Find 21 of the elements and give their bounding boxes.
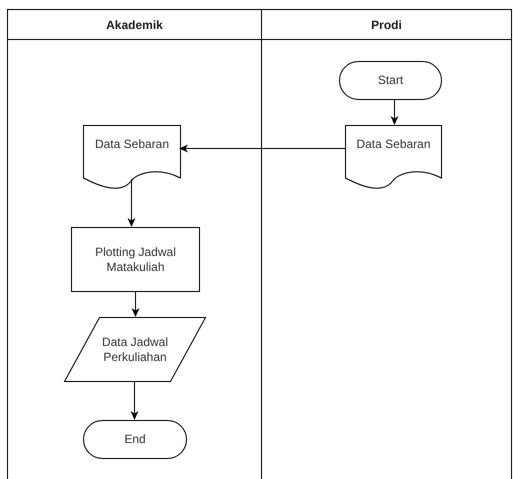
document-shape: [345, 125, 442, 188]
node-label: Data Sebaran: [356, 137, 431, 152]
node-label: Plotting Jadwal Matakuliah: [94, 244, 177, 274]
swimlane: [262, 9, 512, 479]
lane-header: Prodi: [262, 10, 511, 40]
node-label: Data Jadwal Perkuliahan: [100, 334, 170, 364]
node-label: Start: [378, 73, 404, 88]
arrow: [132, 290, 140, 317]
node-label: Data Sebaran: [94, 137, 170, 152]
document-shape: [83, 125, 181, 188]
data-parallelogram: [64, 317, 206, 382]
arrow: [179, 144, 346, 152]
arrow: [128, 178, 136, 227]
node-label: End: [124, 432, 146, 447]
process-box: [71, 227, 200, 292]
terminal-shape: [83, 420, 187, 459]
lane-header: Akademik: [8, 10, 261, 40]
arrow: [130, 380, 138, 420]
swimlane: [7, 9, 262, 479]
terminal-shape: [339, 61, 442, 100]
arrow: [390, 98, 398, 125]
